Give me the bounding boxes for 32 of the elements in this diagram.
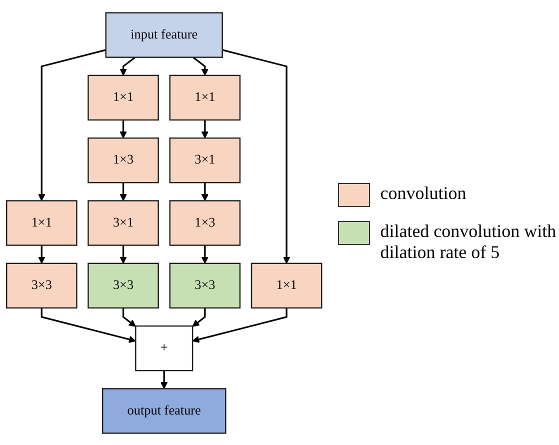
arrow: [120, 56, 136, 76]
node-box: 1×1: [169, 74, 241, 120]
node-box: 3×3: [88, 262, 159, 308]
node-box: 1×3: [169, 200, 241, 246]
arrow: [201, 119, 209, 138]
arrow: [120, 244, 127, 264]
arrow: [38, 48, 106, 201]
arrow: [160, 370, 168, 389]
node-box: 3×1: [88, 200, 159, 246]
node-box: output feature: [102, 388, 226, 434]
arrow: [38, 244, 46, 264]
node-box: +: [135, 324, 194, 371]
legend-label: convolution: [380, 182, 466, 204]
node-box: 1×3: [88, 136, 159, 183]
node-box: input feature: [105, 12, 223, 58]
node-box: 3×3: [169, 262, 241, 308]
arrow: [40, 307, 136, 342]
arrow: [192, 307, 288, 342]
arrow: [192, 307, 206, 326]
node-box: 1×1: [88, 74, 159, 120]
node-box: 1×1: [250, 262, 322, 308]
arrow: [192, 56, 209, 76]
node-box: 1×1: [6, 200, 78, 246]
arrow: [120, 119, 127, 138]
arrow: [201, 244, 209, 264]
arrow: [201, 182, 209, 201]
node-box: 3×1: [169, 136, 241, 183]
node-box: 3×3: [6, 262, 78, 308]
arrow: [222, 48, 290, 264]
arrow: [120, 182, 127, 201]
arrow: [122, 307, 136, 326]
legend-label: dilated convolution with dilation rate of 5: [380, 220, 558, 262]
